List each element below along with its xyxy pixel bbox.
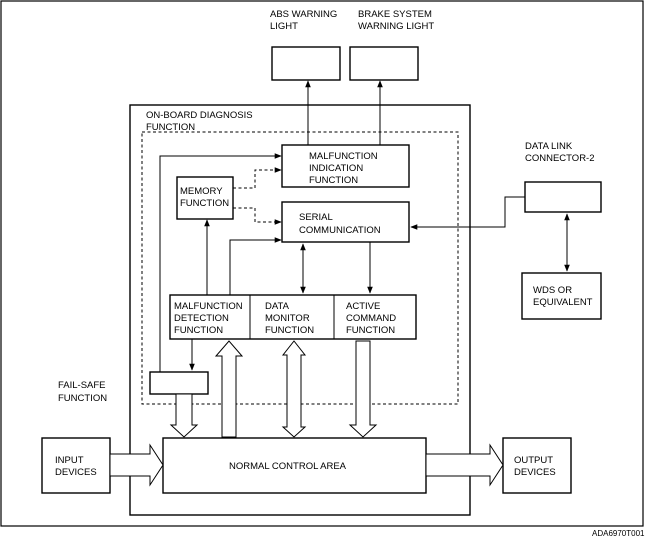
mi-line-3: FUNCTION <box>309 175 358 186</box>
obd-label: ON-BOARD DIAGNOSIS FUNCTION <box>146 110 253 133</box>
memory-line-1: MEMORY <box>180 186 223 197</box>
md-line-1: MALFUNCTION <box>174 301 243 312</box>
malfunction-detection-label: MALFUNCTION DETECTION FUNCTION <box>174 301 243 336</box>
malfunction-indication-box <box>281 144 410 188</box>
in-line-2: DEVICES <box>55 467 97 478</box>
data-link-connector-label: DATA LINK CONNECTOR-2 <box>525 141 595 164</box>
data-link-connector-box <box>524 181 602 213</box>
input-flow-arrow <box>109 443 164 487</box>
wds-label: WDS OR EQUIVALENT <box>533 285 593 308</box>
output-devices-label: OUTPUT DEVICES <box>514 455 556 478</box>
fs-line-2: FUNCTION <box>58 393 107 404</box>
md-line-3: FUNCTION <box>174 325 223 336</box>
obd-line-1: ON-BOARD DIAGNOSIS <box>146 110 253 121</box>
malfunction-indication-label: MALFUNCTION INDICATION FUNCTION <box>309 151 378 186</box>
arrow-detection-to-serial <box>229 237 282 295</box>
mi-line-2: INDICATION <box>309 163 363 174</box>
arrow-to-malfunction-indication <box>159 153 282 372</box>
dashed-memory-to-serial <box>233 207 282 225</box>
fs-line-1: FAIL-SAFE <box>58 380 106 391</box>
md-line-2: DETECTION <box>174 313 229 324</box>
data-monitor-label: DATA MONITOR FUNCTION <box>265 301 314 336</box>
memory-function-box <box>176 176 234 220</box>
serial-line-1: SERIAL <box>299 212 333 223</box>
fail-safe-box <box>149 371 209 395</box>
output-devices-box <box>502 437 572 494</box>
dlc-line-2: CONNECTOR-2 <box>525 153 595 164</box>
command-to-control-arrow <box>348 340 378 438</box>
brake-warning-line-1: BRAKE SYSTEM <box>358 9 432 20</box>
dm-line-2: MONITOR <box>265 313 310 324</box>
abs-warning-line-2: LIGHT <box>270 21 298 32</box>
abs-warning-light-box <box>271 46 341 81</box>
control-to-detection-arrow <box>214 340 244 438</box>
normal-control-area-label: NORMAL CONTROL AREA <box>229 461 347 472</box>
serial-communication-box <box>281 201 410 243</box>
brake-warning-light-box <box>349 46 419 81</box>
input-devices-box <box>41 437 111 494</box>
arrow-connector-to-serial <box>410 196 525 230</box>
dm-line-1: DATA <box>265 301 290 312</box>
ac-line-2: COMMAND <box>346 313 396 324</box>
out-line-1: OUTPUT <box>514 455 553 466</box>
output-flow-arrow <box>425 443 504 487</box>
figure-frame <box>0 0 644 527</box>
brake-warning-light-label: BRAKE SYSTEM WARNING LIGHT <box>358 9 434 32</box>
control-monitor-bidirectional-arrow <box>281 340 307 438</box>
serial-communication-label: SERIAL COMMUNICATION <box>299 212 381 236</box>
wds-line-2: EQUIVALENT <box>533 297 593 308</box>
serial-line-2: COMMUNICATION <box>299 225 381 236</box>
memory-function-label: MEMORY FUNCTION <box>180 186 229 209</box>
failsafe-to-control-arrow <box>169 393 199 438</box>
fail-safe-label: FAIL-SAFE FUNCTION <box>58 380 107 404</box>
abs-warning-light-label: ABS WARNING LIGHT <box>270 9 337 32</box>
function-group-box <box>169 294 417 340</box>
active-command-label: ACTIVE COMMAND FUNCTION <box>346 301 396 336</box>
ac-line-1: ACTIVE <box>346 301 380 312</box>
input-devices-label: INPUT DEVICES <box>55 455 97 478</box>
dashed-memory-to-indication <box>233 167 282 189</box>
dm-line-3: FUNCTION <box>265 325 314 336</box>
memory-line-2: FUNCTION <box>180 198 229 209</box>
ac-line-3: FUNCTION <box>346 325 395 336</box>
dlc-line-1: DATA LINK <box>525 141 573 152</box>
in-line-1: INPUT <box>55 455 84 466</box>
out-line-2: DEVICES <box>514 467 556 478</box>
figure-code: ADA6970T001 <box>592 529 645 538</box>
wds-box <box>521 272 602 320</box>
obd-line-2: FUNCTION <box>146 122 195 133</box>
obd-dashed-boundary <box>141 131 459 405</box>
wds-line-1: WDS OR <box>533 285 572 296</box>
abs-warning-line-1: ABS WARNING <box>270 9 337 20</box>
mi-line-1: MALFUNCTION <box>309 151 378 162</box>
brake-warning-line-2: WARNING LIGHT <box>358 21 434 32</box>
